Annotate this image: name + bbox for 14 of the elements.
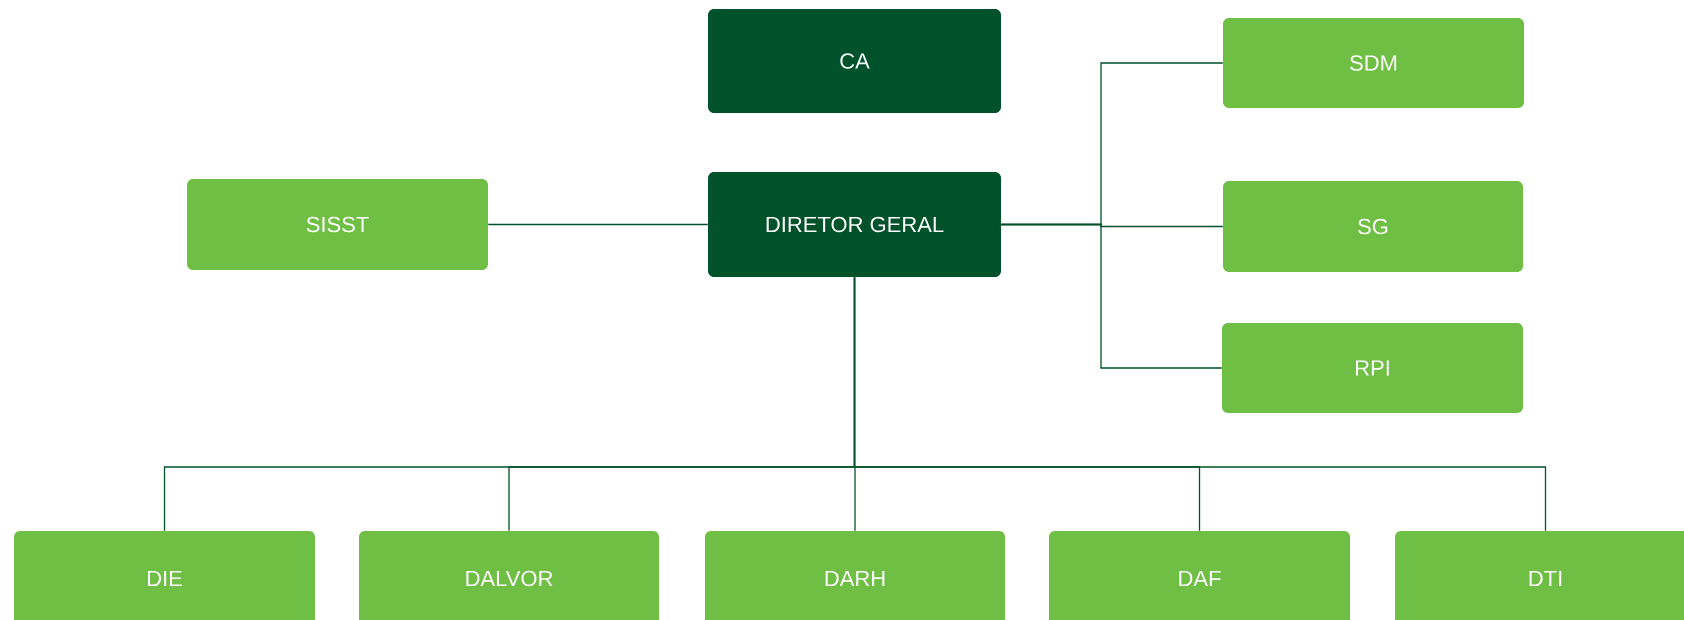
connector-line [1000,223,1223,369]
department-box: RPI [1222,323,1523,413]
director-box: DIRETOR GERAL [708,172,1001,277]
connector-line [853,276,1547,532]
director-box: CA [708,9,1001,113]
department-box: DIE [14,531,315,620]
department-box: SDM [1223,18,1524,108]
department-box: SISST [187,179,488,270]
department-box: DAF [1049,531,1350,620]
department-box: DTI [1395,531,1684,620]
department-box: SG [1223,181,1523,272]
connector-line [487,223,709,226]
department-box: DARH [705,531,1005,620]
department-box: DALVOR [359,531,659,620]
